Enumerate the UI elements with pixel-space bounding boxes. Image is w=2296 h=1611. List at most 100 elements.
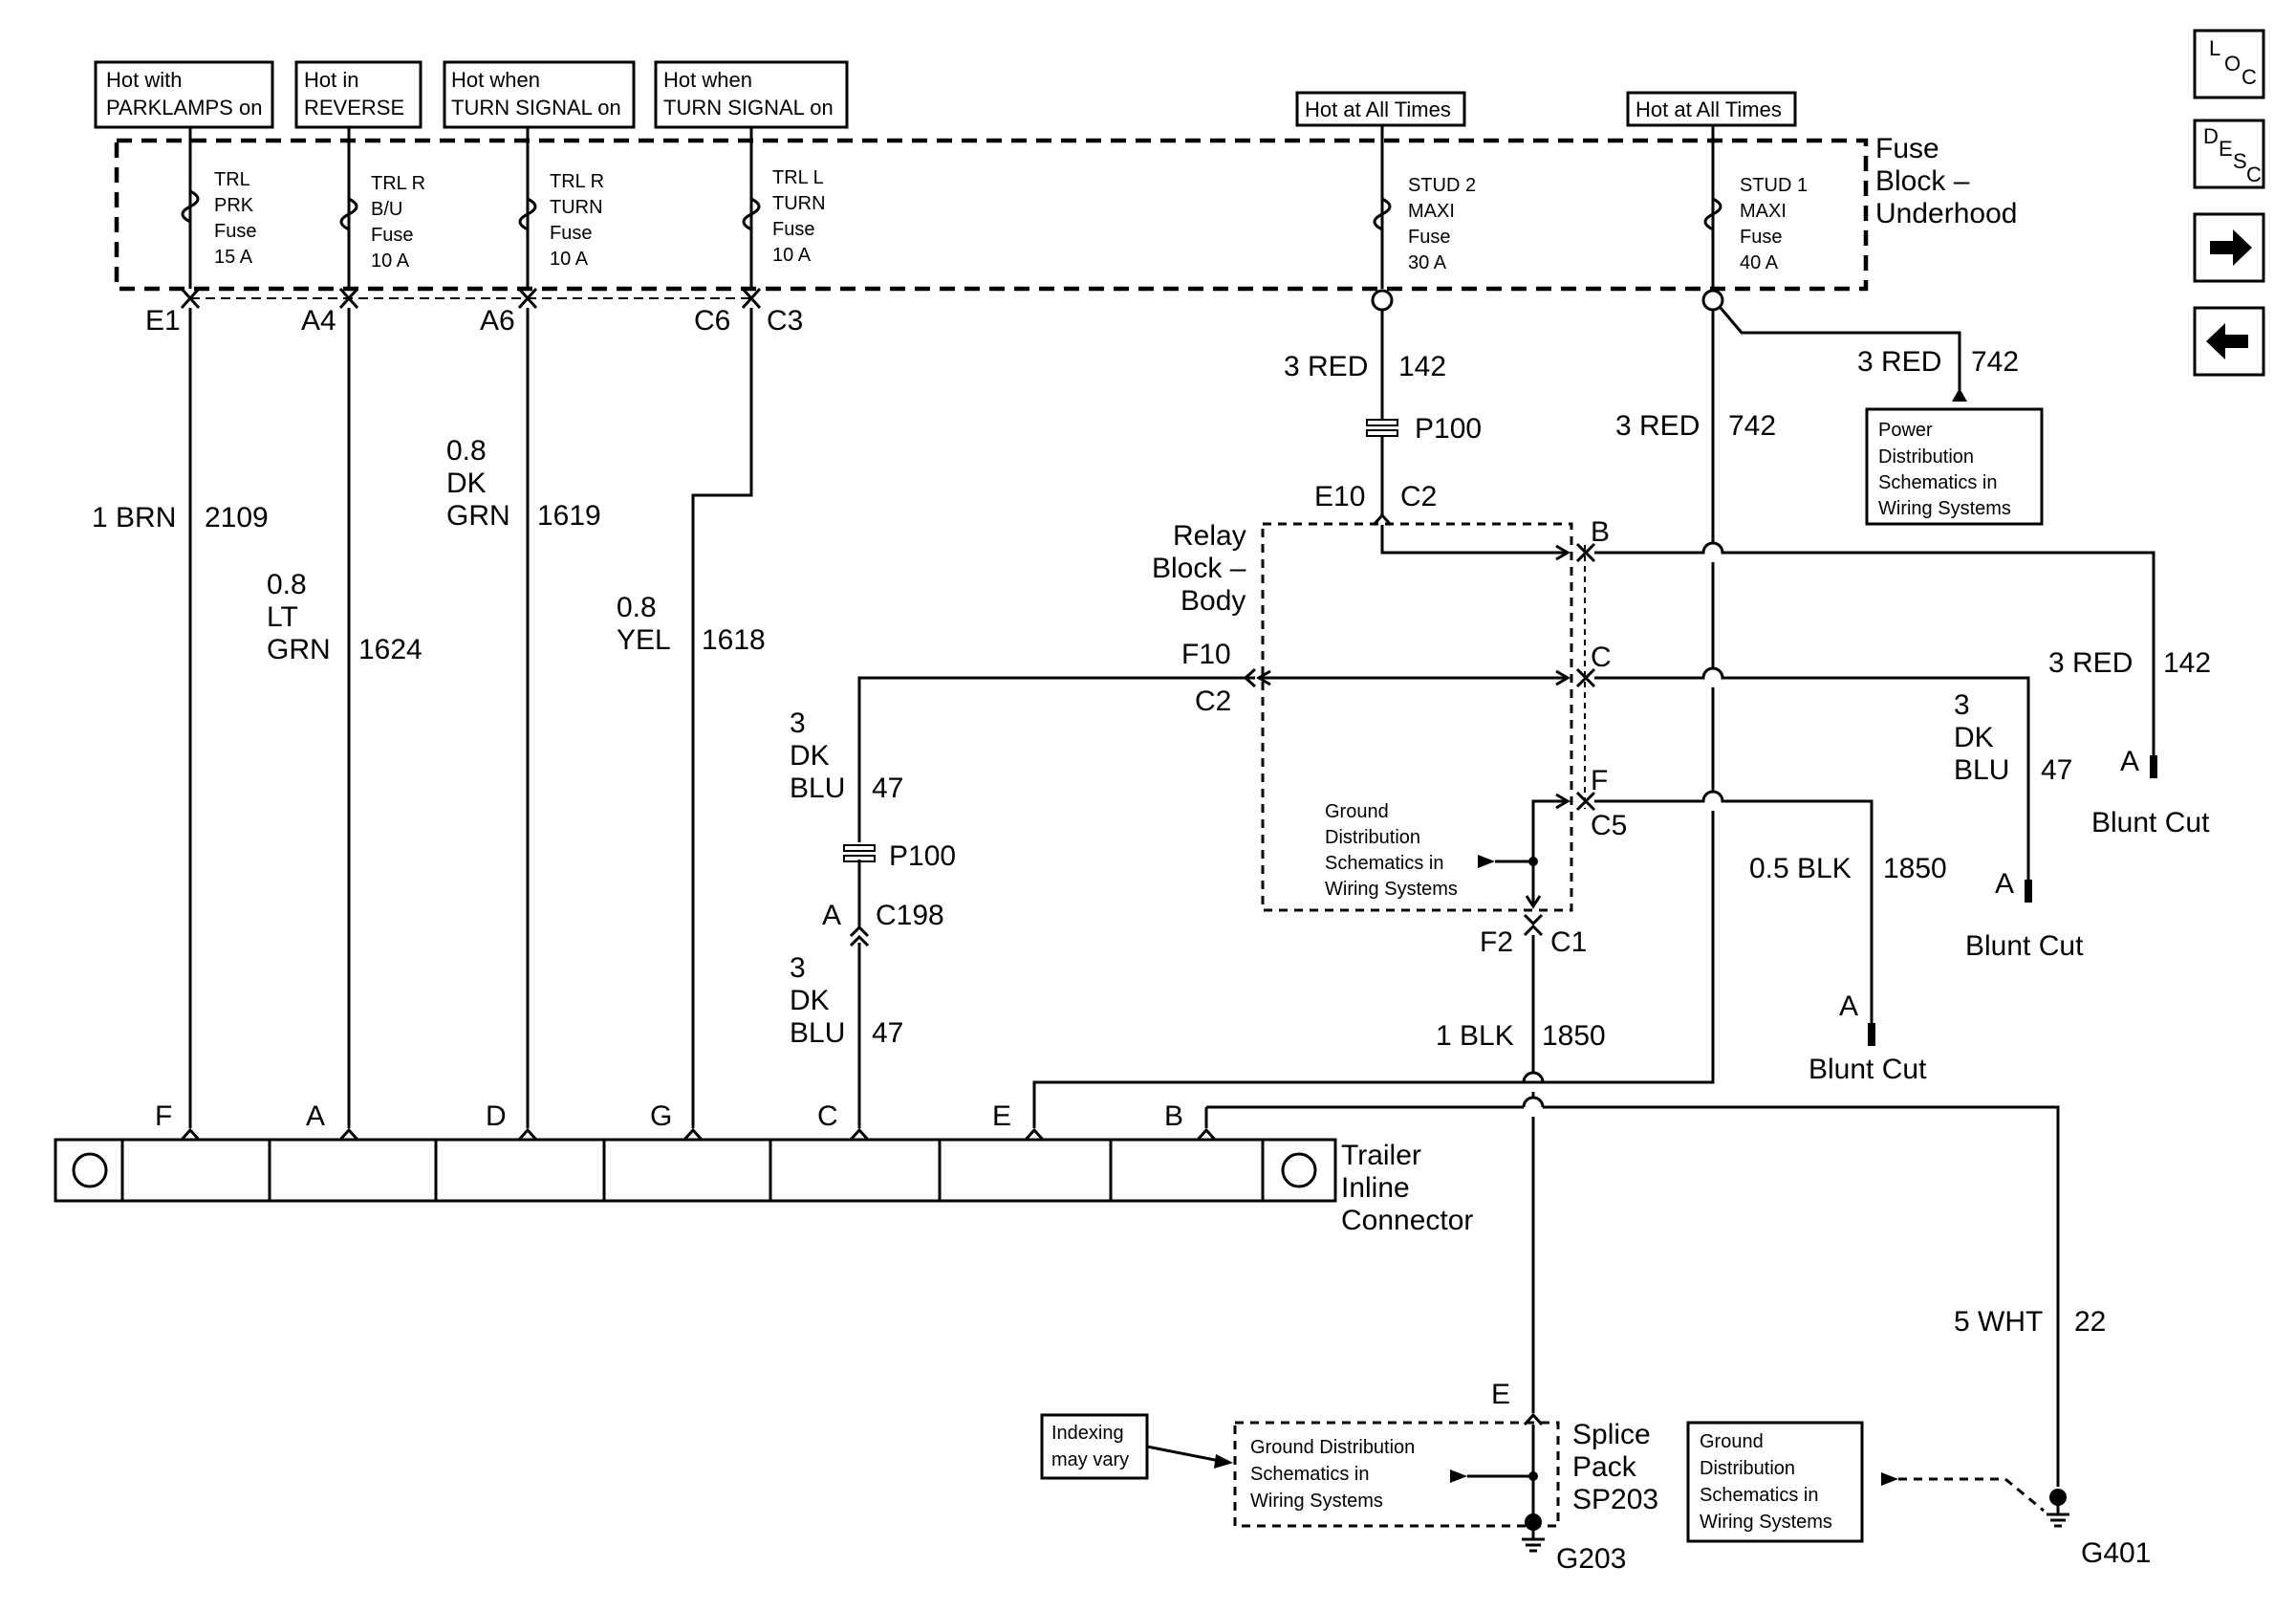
svg-text:Trailer: Trailer [1341, 1140, 1421, 1171]
fuse-feed-lines [188, 125, 1715, 289]
svg-text:10 A: 10 A [550, 249, 589, 270]
power-dist-arrow [1952, 388, 1967, 402]
svg-text:3 RED: 3 RED [1615, 410, 1700, 442]
svg-text:Underhood: Underhood [1875, 198, 2017, 229]
svg-text:3 RED: 3 RED [1284, 351, 1368, 382]
splice-pack-title: Splice Pack SP203 [1572, 1419, 1658, 1515]
svg-text:BLU: BLU [1954, 754, 2009, 786]
svg-text:1619: 1619 [537, 500, 601, 532]
svg-text:22: 22 [2074, 1306, 2106, 1338]
svg-text:1618: 1618 [702, 624, 766, 656]
svg-text:Hot in: Hot in [304, 68, 358, 92]
ground-g401-symbol [2047, 1489, 2069, 1528]
svg-text:E: E [1491, 1379, 1510, 1410]
svg-text:TRL R: TRL R [550, 171, 604, 192]
relay-f10-c2-labels: F10 C2 [1181, 639, 1231, 717]
svg-text:Wiring Systems: Wiring Systems [1878, 498, 2011, 519]
svg-text:C2: C2 [1195, 686, 1231, 717]
svg-text:STUD 1: STUD 1 [1740, 175, 1808, 196]
trailer-inline-connector [54, 1138, 1337, 1203]
svg-text:Connector: Connector [1341, 1205, 1473, 1236]
svg-text:DK: DK [790, 740, 830, 772]
svg-text:40 A: 40 A [1740, 252, 1779, 273]
svg-text:C: C [2246, 163, 2262, 186]
hot-label-reverse: Hot in REVERSE [294, 60, 422, 129]
svg-text:O: O [2224, 52, 2241, 76]
svg-text:STUD 2: STUD 2 [1408, 175, 1476, 196]
svg-text:YEL: YEL [617, 624, 671, 656]
svg-text:D: D [486, 1100, 507, 1132]
svg-text:TURN SIGNAL on: TURN SIGNAL on [451, 96, 621, 120]
svg-text:Fuse: Fuse [550, 223, 592, 244]
wire-label-blk-main: 1 BLK 1850 [1436, 1020, 1606, 1052]
svg-text:Schematics in: Schematics in [1325, 853, 1444, 874]
svg-text:C2: C2 [1400, 481, 1437, 512]
left-circuit-wires [188, 308, 753, 1128]
wire-label-dkblu-upper: 3 DK BLU 47 [790, 708, 903, 804]
svg-text:DK: DK [790, 985, 830, 1016]
svg-text:A: A [1995, 868, 2014, 900]
svg-text:L: L [2209, 36, 2220, 60]
svg-text:Hot at All Times: Hot at All Times [1305, 98, 1451, 121]
fuse-trl-l-turn: TRL L TURN Fuse 10 A [772, 167, 826, 266]
svg-text:B/U: B/U [371, 199, 402, 220]
f2-c1-labels: F2 C1 [1480, 926, 1587, 958]
svg-text:Wiring Systems: Wiring Systems [1250, 1491, 1383, 1512]
svg-text:Distribution: Distribution [1325, 827, 1420, 848]
g401-ground-note: Ground Distribution Schematics in Wiring… [1686, 1421, 2045, 1543]
svg-text:A: A [822, 900, 841, 931]
svg-text:15 A: 15 A [214, 247, 253, 268]
trailer-connector-pin-labels: F A D G C E B [155, 1100, 1183, 1132]
svg-text:F: F [1591, 765, 1608, 796]
svg-text:C: C [817, 1100, 838, 1132]
svg-text:Indexing: Indexing [1051, 1423, 1124, 1444]
next-page-button[interactable] [2193, 212, 2265, 283]
blunt-cut-ends [1868, 755, 2157, 1046]
svg-text:Block –: Block – [1875, 165, 1970, 197]
svg-text:E10: E10 [1314, 481, 1365, 512]
svg-text:Body: Body [1180, 585, 1245, 617]
p100-upper-connector: P100 [1366, 413, 1482, 445]
svg-text:Fuse: Fuse [1408, 227, 1450, 248]
p100-lower-connector: P100 [843, 840, 956, 872]
svg-text:LT: LT [267, 601, 298, 633]
relay-ground-distribution-note: Ground Distribution Schematics in Wiring… [1325, 801, 1538, 900]
svg-text:MAXI: MAXI [1740, 201, 1787, 222]
svg-text:F2: F2 [1480, 926, 1513, 958]
svg-text:3 RED: 3 RED [2048, 647, 2133, 679]
svg-text:Schematics in: Schematics in [1250, 1464, 1370, 1485]
fuse-stud-1: STUD 1 MAXI Fuse 40 A [1740, 175, 1808, 273]
svg-text:C198: C198 [876, 900, 944, 931]
svg-text:D: D [2203, 124, 2219, 148]
f2-terminal [1523, 913, 1544, 937]
stud-1-wire [1032, 307, 1961, 1128]
relay-right-terminals [1575, 542, 1596, 812]
prev-page-button[interactable] [2193, 306, 2265, 377]
svg-text:F: F [155, 1100, 172, 1132]
svg-text:TRL: TRL [214, 169, 250, 190]
blk-1850-wire [1206, 935, 2060, 1487]
svg-text:Blunt Cut: Blunt Cut [1965, 930, 2084, 962]
svg-text:Wiring Systems: Wiring Systems [1325, 879, 1458, 900]
svg-text:Schematics in: Schematics in [1700, 1485, 1819, 1506]
svg-text:BLU: BLU [790, 773, 845, 804]
stud-1-terminal [1701, 289, 1724, 312]
svg-text:Ground: Ground [1325, 801, 1389, 822]
svg-text:Distribution: Distribution [1700, 1458, 1795, 1479]
svg-text:Hot at All Times: Hot at All Times [1635, 98, 1782, 121]
svg-text:Ground Distribution: Ground Distribution [1250, 1437, 1415, 1458]
svg-text:142: 142 [1398, 351, 1446, 382]
hot-label-always-2: Hot at All Times [1626, 91, 1797, 127]
svg-text:10 A: 10 A [371, 250, 410, 272]
wire-label-dkblu-right: 3 DK BLU 47 [1954, 689, 2072, 786]
svg-text:Ground: Ground [1700, 1431, 1764, 1452]
svg-text:Fuse: Fuse [214, 221, 256, 242]
svg-text:BLU: BLU [790, 1017, 845, 1049]
hot-label-turn-r: Hot when TURN SIGNAL on [443, 60, 636, 129]
svg-text:REVERSE: REVERSE [304, 96, 404, 120]
desc-button[interactable]: D E S C [2193, 119, 2265, 189]
wire-relay-c [1594, 666, 2030, 880]
loc-button[interactable]: L O C [2193, 29, 2265, 99]
fuse-trl-r-bu: TRL R B/U Fuse 10 A [371, 173, 425, 272]
